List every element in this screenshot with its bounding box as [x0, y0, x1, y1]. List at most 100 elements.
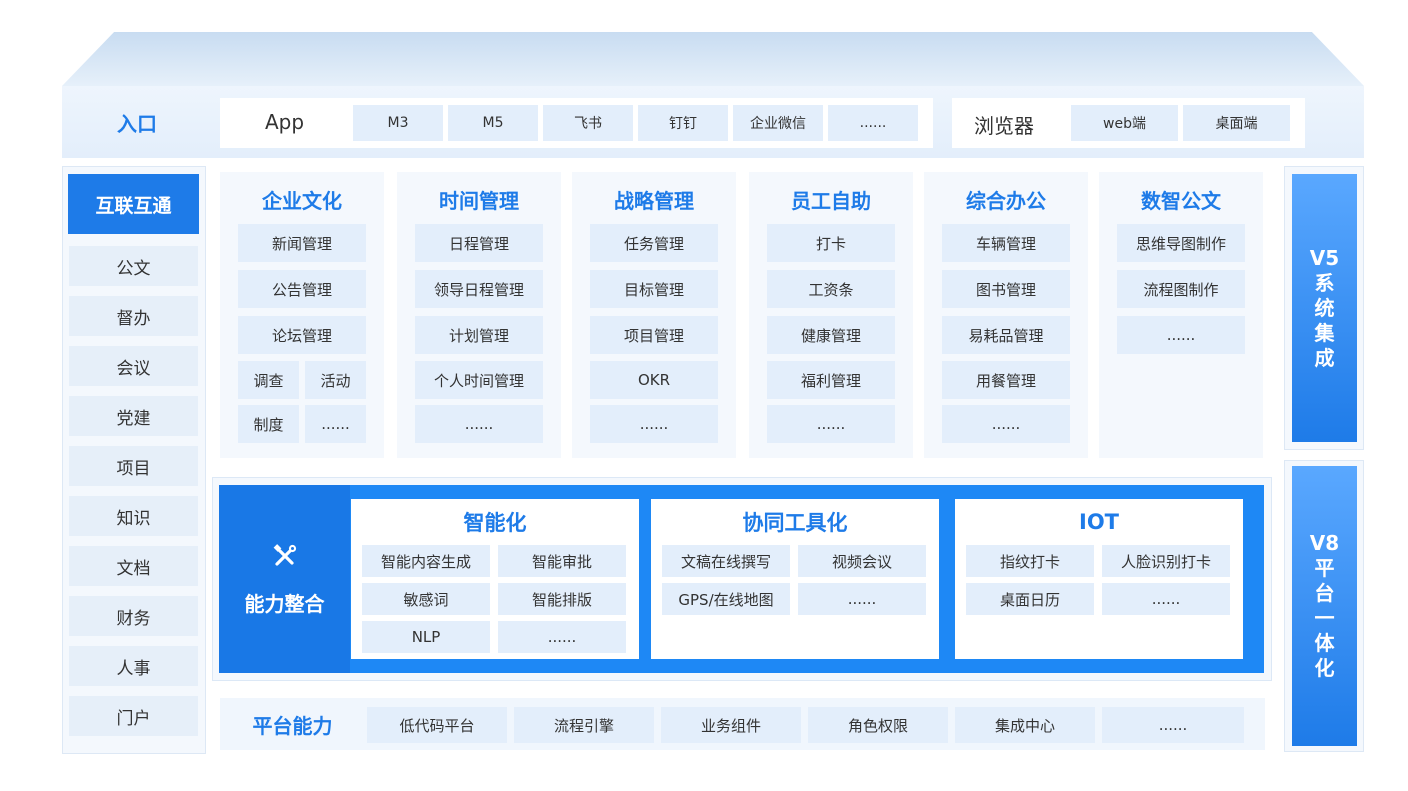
app-chip[interactable]: ......	[828, 105, 918, 141]
module-title: 企业文化	[262, 188, 342, 213]
module-item[interactable]: 任务管理	[590, 224, 718, 262]
module-item[interactable]: ......	[1117, 316, 1245, 354]
panel-item[interactable]: NLP	[362, 621, 490, 653]
platform-chip[interactable]: 低代码平台	[367, 707, 507, 743]
module-item[interactable]: 公告管理	[238, 270, 366, 308]
module-item[interactable]: 图书管理	[942, 270, 1070, 308]
module-item[interactable]: ......	[590, 405, 718, 443]
module-item[interactable]: 工资条	[767, 270, 895, 308]
sidebar-item[interactable]: 文档	[69, 546, 198, 586]
sidebar-item[interactable]: 知识	[69, 496, 198, 536]
panel-item[interactable]: 人脸识别打卡	[1102, 545, 1230, 577]
v5-char: 统	[1314, 295, 1335, 320]
panel-title: IOT	[1079, 510, 1119, 534]
sidebar-item[interactable]: 督办	[69, 296, 198, 336]
v8-platform-integration: V8 平 台 一 体 化	[1292, 466, 1357, 746]
browser-title: 浏览器	[974, 114, 1034, 138]
module-item[interactable]: 活动	[305, 361, 366, 399]
platform-chip[interactable]: 集成中心	[955, 707, 1095, 743]
module-item[interactable]: 制度	[238, 405, 299, 443]
v5-char: 成	[1314, 345, 1335, 370]
v5-char: 系	[1314, 270, 1335, 295]
app-title: App	[265, 110, 305, 134]
module-item[interactable]: ......	[942, 405, 1070, 443]
integration-label: 能力整合	[244, 591, 325, 616]
panel-item[interactable]: 智能内容生成	[362, 545, 490, 577]
module-item[interactable]: 福利管理	[767, 361, 895, 399]
v8-char: 化	[1314, 656, 1335, 680]
panel-item[interactable]: 智能审批	[498, 545, 626, 577]
module-item[interactable]: 计划管理	[415, 316, 543, 354]
sidebar-item[interactable]: 门户	[69, 696, 198, 736]
app-chip[interactable]: 钉钉	[638, 105, 728, 141]
module-general-office: 综合办公 车辆管理 图书管理 易耗品管理 用餐管理 ......	[924, 172, 1088, 458]
module-item[interactable]: ......	[767, 405, 895, 443]
panel-item[interactable]: ......	[798, 583, 926, 615]
panel-item[interactable]: 桌面日历	[966, 583, 1094, 615]
panel-item[interactable]: ......	[1102, 583, 1230, 615]
v5-char: V5	[1309, 245, 1340, 270]
module-item[interactable]: ......	[305, 405, 366, 443]
sidebar-head: 互联互通	[68, 174, 199, 234]
module-item[interactable]: OKR	[590, 361, 718, 399]
app-chip[interactable]: 飞书	[543, 105, 633, 141]
module-item[interactable]: 打卡	[767, 224, 895, 262]
sidebar-item[interactable]: 财务	[69, 596, 198, 636]
panel-title: 智能化	[463, 511, 527, 535]
browser-entry-box: 浏览器 web端 桌面端	[952, 98, 1305, 148]
module-title: 员工自助	[791, 188, 871, 213]
platform-chip[interactable]: 流程引擎	[514, 707, 654, 743]
sidebar-item[interactable]: 公文	[69, 246, 198, 286]
module-item[interactable]: 项目管理	[590, 316, 718, 354]
panel-item[interactable]: 文稿在线撰写	[662, 545, 790, 577]
module-item[interactable]: 日程管理	[415, 224, 543, 262]
module-title: 数智公文	[1141, 188, 1221, 213]
panel-iot: IOT 指纹打卡 人脸识别打卡 桌面日历 ......	[955, 499, 1243, 659]
sidebar-item[interactable]: 人事	[69, 646, 198, 686]
sidebar-item[interactable]: 会议	[69, 346, 198, 386]
module-item[interactable]: 调查	[238, 361, 299, 399]
panel-item[interactable]: 智能排版	[498, 583, 626, 615]
panel-item[interactable]: 敏感词	[362, 583, 490, 615]
tools-icon	[271, 542, 299, 574]
app-entry-box: App M3 M5 飞书 钉钉 企业微信 ......	[220, 98, 933, 148]
module-item[interactable]: 新闻管理	[238, 224, 366, 262]
module-item[interactable]: 健康管理	[767, 316, 895, 354]
v5-char: 集	[1314, 320, 1335, 345]
module-enterprise-culture: 企业文化 新闻管理 公告管理 论坛管理 调查 活动 制度 ......	[220, 172, 384, 458]
module-item[interactable]: 用餐管理	[942, 361, 1070, 399]
module-strategy-management: 战略管理 任务管理 目标管理 项目管理 OKR ......	[572, 172, 736, 458]
panel-item[interactable]: 视频会议	[798, 545, 926, 577]
platform-chip[interactable]: ......	[1102, 707, 1244, 743]
module-item[interactable]: 目标管理	[590, 270, 718, 308]
platform-chip[interactable]: 角色权限	[808, 707, 948, 743]
app-chip[interactable]: M5	[448, 105, 538, 141]
module-item[interactable]: 流程图制作	[1117, 270, 1245, 308]
module-title: 综合办公	[966, 188, 1046, 213]
v5-system-integration: V5 系 统 集 成	[1292, 174, 1357, 442]
panel-item[interactable]: GPS/在线地图	[662, 583, 790, 615]
module-item[interactable]: 车辆管理	[942, 224, 1070, 262]
module-smart-documents: 数智公文 思维导图制作 流程图制作 ......	[1099, 172, 1263, 458]
module-title: 时间管理	[439, 188, 519, 213]
module-item[interactable]: 个人时间管理	[415, 361, 543, 399]
panel-item[interactable]: ......	[498, 621, 626, 653]
module-item[interactable]: 思维导图制作	[1117, 224, 1245, 262]
module-item[interactable]: 易耗品管理	[942, 316, 1070, 354]
sidebar-item[interactable]: 项目	[69, 446, 198, 486]
v8-char: 体	[1314, 631, 1335, 655]
module-item[interactable]: ......	[415, 405, 543, 443]
sidebar-item[interactable]: 党建	[69, 396, 198, 436]
entry-label: 入口	[117, 111, 157, 136]
panel-collaboration-tools: 协同工具化 文稿在线撰写 视频会议 GPS/在线地图 ......	[651, 499, 939, 659]
module-employee-self-service: 员工自助 打卡 工资条 健康管理 福利管理 ......	[749, 172, 913, 458]
browser-chip[interactable]: web端	[1071, 105, 1178, 141]
module-item[interactable]: 论坛管理	[238, 316, 366, 354]
platform-chip[interactable]: 业务组件	[661, 707, 801, 743]
app-chip[interactable]: M3	[353, 105, 443, 141]
module-item[interactable]: 领导日程管理	[415, 270, 543, 308]
panel-item[interactable]: 指纹打卡	[966, 545, 1094, 577]
app-chip[interactable]: 企业微信	[733, 105, 823, 141]
v8-char: V8	[1309, 531, 1340, 555]
browser-chip[interactable]: 桌面端	[1183, 105, 1290, 141]
